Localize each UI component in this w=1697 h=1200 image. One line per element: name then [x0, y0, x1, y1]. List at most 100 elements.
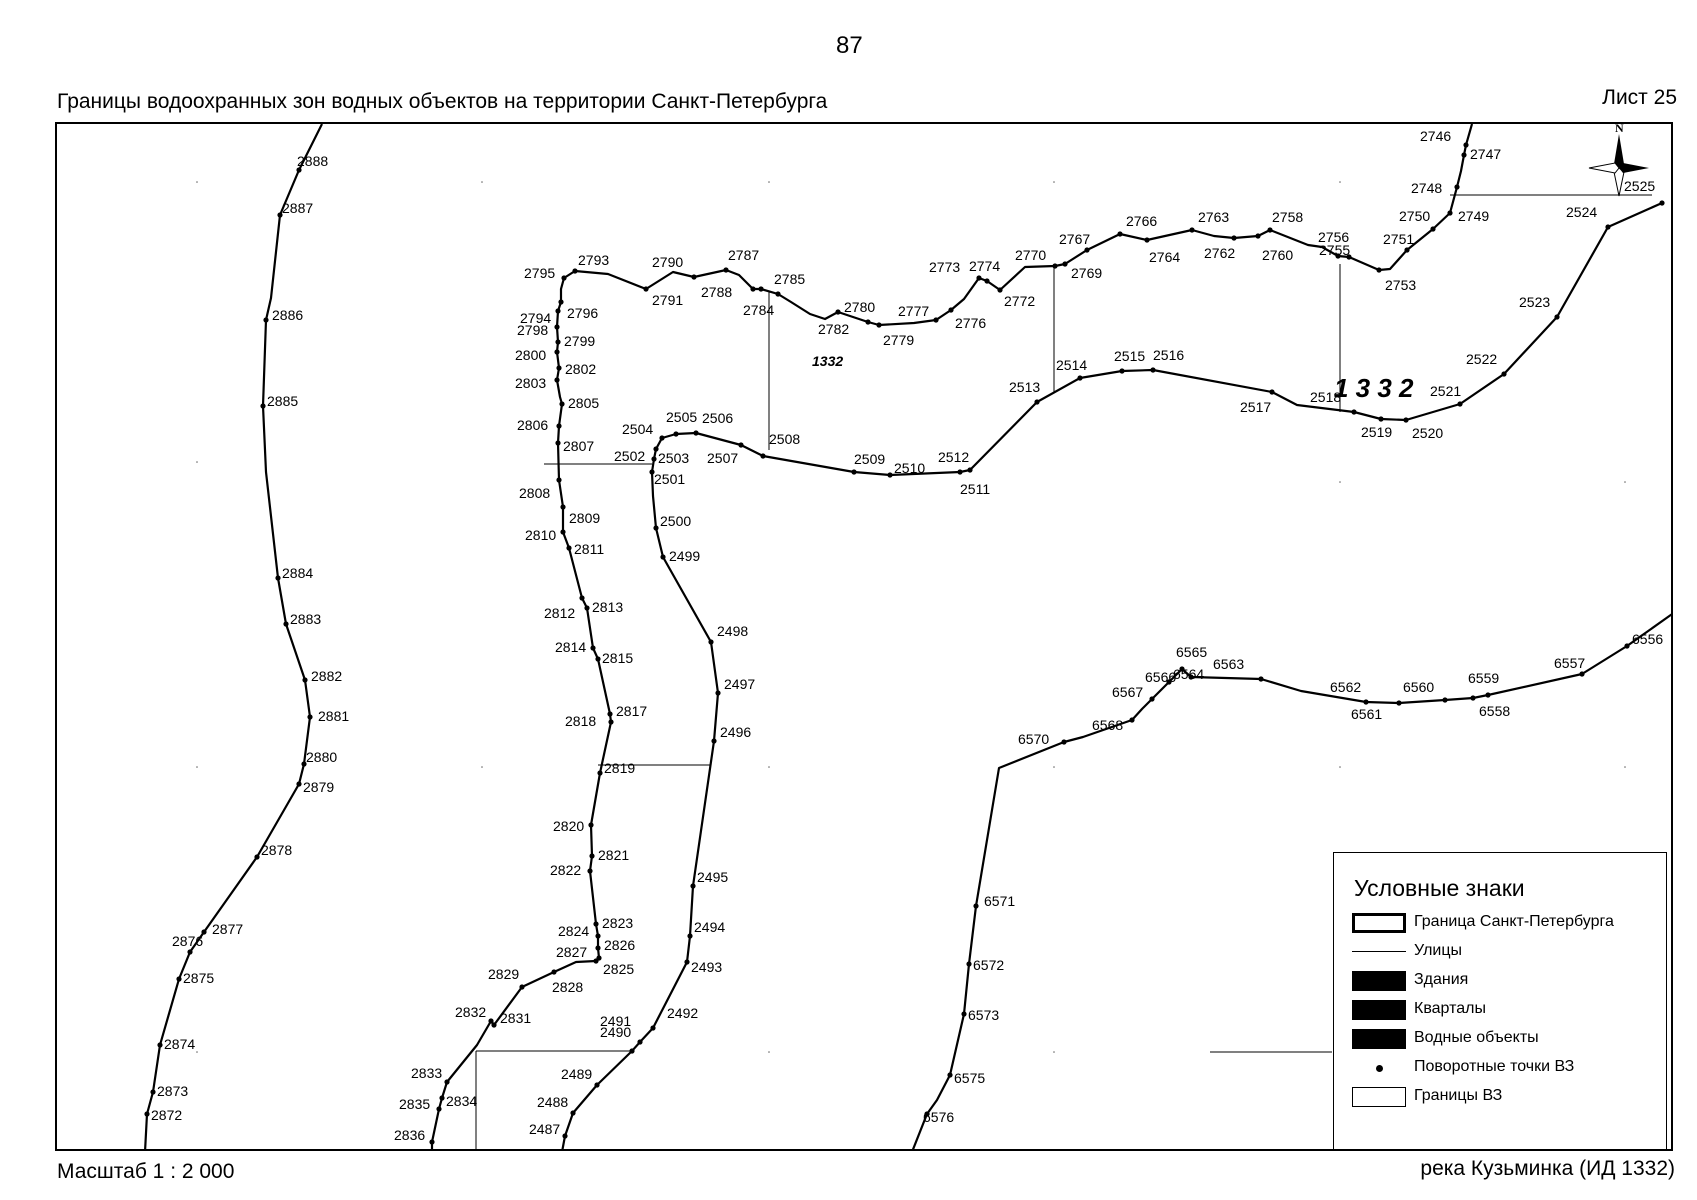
point-label: 2883 [290, 611, 321, 627]
turning-point [1463, 142, 1469, 148]
point-label: 2521 [1430, 383, 1461, 399]
point-label: 2763 [1198, 209, 1229, 225]
point-label: 6575 [954, 1070, 985, 1086]
point-label: 2751 [1383, 231, 1414, 247]
grid-mark [1339, 481, 1341, 483]
point-label: 2777 [898, 303, 929, 319]
turning-point [584, 605, 590, 611]
point-label: 2516 [1153, 347, 1184, 363]
point-label: 2500 [660, 513, 691, 529]
turning-point [595, 945, 601, 951]
turning-point [491, 1022, 497, 1028]
turning-point [587, 868, 593, 874]
point-label: 2764 [1149, 249, 1180, 265]
turning-point [488, 1018, 494, 1024]
point-label: 6557 [1554, 655, 1585, 671]
point-label: 2488 [537, 1094, 568, 1110]
east-arrow-icon [1619, 163, 1649, 173]
turning-point [758, 286, 764, 292]
point-label: 6570 [1018, 731, 1049, 747]
turning-point [738, 442, 744, 448]
turning-point [1255, 233, 1261, 239]
turning-point [1554, 314, 1560, 320]
point-label: 2880 [306, 749, 337, 765]
turning-point [1188, 674, 1194, 680]
turning-point [1470, 695, 1476, 701]
turning-point [775, 291, 781, 297]
wpz-boundary-left [144, 124, 323, 1149]
turning-point [593, 958, 599, 964]
point-label: 2835 [399, 1096, 430, 1112]
turning-point [1605, 224, 1611, 230]
turning-point [607, 711, 613, 717]
point-label: 6559 [1468, 670, 1499, 686]
grid-mark [768, 1051, 770, 1053]
point-label: 2507 [707, 450, 738, 466]
turning-point [608, 719, 614, 725]
turning-point [560, 504, 566, 510]
turning-point [887, 472, 893, 478]
point-label: 2490 [600, 1024, 631, 1040]
turning-point [570, 1110, 576, 1116]
turning-point [1454, 184, 1460, 190]
turning-point [150, 1089, 156, 1095]
legend-item-water: Водные объекты [1352, 1027, 1662, 1051]
point-label: 2834 [446, 1093, 477, 1109]
point-label: 2523 [1519, 294, 1550, 310]
point-label: 6571 [984, 893, 1015, 909]
point-label: 2785 [774, 271, 805, 287]
turning-point [1052, 263, 1058, 269]
point-label: 2815 [602, 650, 633, 666]
turning-point [1442, 697, 1448, 703]
point-label: 2518 [1310, 389, 1341, 405]
turning-point [595, 656, 601, 662]
legend: Условные знаки Граница Санкт-Петербурга … [1333, 852, 1667, 1150]
turning-point [1624, 643, 1630, 649]
point-label: 6567 [1112, 684, 1143, 700]
point-label: 6556 [1632, 631, 1663, 647]
point-label: 2828 [552, 979, 583, 995]
turning-point [651, 456, 657, 462]
turning-point [566, 545, 572, 551]
point-label: 2873 [157, 1083, 188, 1099]
turning-point [649, 469, 655, 475]
turning-point [966, 961, 972, 967]
turning-point [1363, 699, 1369, 705]
point-label: 2487 [529, 1121, 560, 1137]
turning-point [560, 529, 566, 535]
turning-point [301, 761, 307, 767]
turning-point [1258, 676, 1264, 682]
point-label: 2811 [574, 541, 604, 557]
turning-point [693, 430, 699, 436]
turning-point [302, 677, 308, 683]
turning-point [1034, 399, 1040, 405]
point-label: 2825 [603, 961, 634, 977]
point-label: 2885 [267, 393, 298, 409]
north-label: N [1615, 124, 1624, 135]
turning-point [1485, 692, 1491, 698]
turning-point [275, 575, 281, 581]
point-label: 2780 [844, 299, 875, 315]
turning-point [176, 976, 182, 982]
point-label: 2760 [1262, 247, 1293, 263]
grid-mark [1339, 181, 1341, 183]
point-label: 2495 [697, 869, 728, 885]
point-label: 6565 [1176, 644, 1207, 660]
point-label: 2798 [517, 322, 548, 338]
turning-point [1189, 227, 1195, 233]
turning-point [1376, 267, 1382, 273]
point-label: 2790 [652, 254, 683, 270]
point-label: 2817 [616, 703, 647, 719]
map-canvas[interactable]: 2888288728862885288428832882288128802879… [57, 124, 1673, 1151]
point-label: 2872 [151, 1107, 182, 1123]
turning-point [1084, 247, 1090, 253]
turning-point [590, 645, 596, 651]
street-line-symbol [1352, 951, 1406, 952]
wpz-border-symbol [1352, 1087, 1406, 1107]
point-label: 2878 [261, 842, 292, 858]
turning-point [660, 554, 666, 560]
turning-point [947, 1072, 953, 1078]
turning-point [1335, 253, 1341, 259]
point-label: 2770 [1015, 247, 1046, 263]
